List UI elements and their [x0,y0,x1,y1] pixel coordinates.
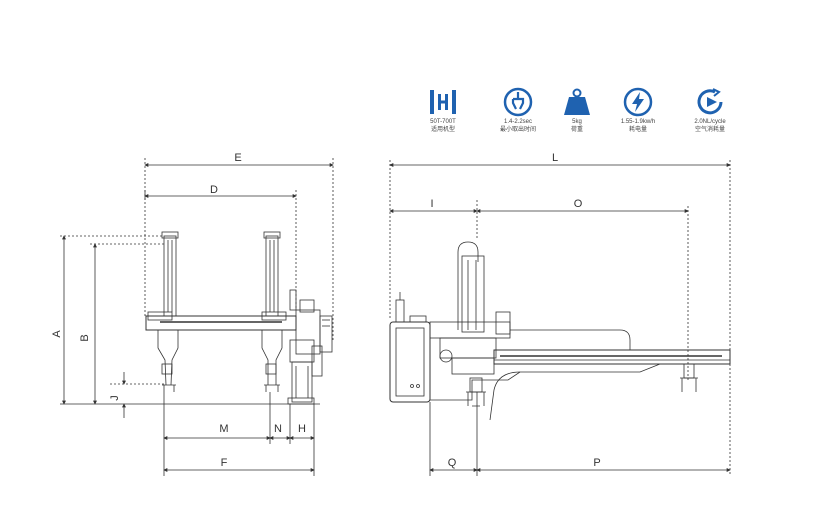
spec-value: 2.0NL/cycle [694,119,726,125]
dim-label-l: L [552,152,558,164]
dim-label-d: D [210,184,218,196]
spec-label: 空气消耗量 [694,127,725,133]
dim-label-j: J [109,395,121,401]
spec-value: 1.4-2.2sec [503,119,533,125]
dim-label-h: H [298,423,306,435]
spec-label: 最小取出时间 [499,127,536,133]
lightning-icon [623,87,653,117]
spec-label: 耗电量 [628,127,647,133]
dim-label-q: Q [448,457,457,469]
spec-cycle-time: 1.4-2.2sec 最小取出时间 [483,86,553,134]
spec-air: 2.0NL/cycle 空气消耗量 [675,86,745,134]
dim-label-f: F [221,457,228,469]
spec-label: 适用机型 [430,127,455,133]
spec-value: 50T-700T [430,119,456,125]
spec-label: 荷重 [570,127,583,133]
spec-mold-size: 50T-700T 适用机型 [408,86,478,134]
weight-icon [564,88,590,115]
dim-label-n: N [274,423,282,435]
dim-label-p: P [593,457,600,469]
dim-label-m: M [219,423,228,435]
dim-label-a: A [51,330,63,338]
spec-payload: 5kg 荷重 [542,86,612,134]
dimension-labels: E D A B J M N H F L I O Q P [51,152,601,469]
spec-value: 5kg [572,119,582,125]
dim-label-i: I [430,198,433,210]
dim-label-e: E [234,152,241,164]
spec-value: 1.55-1.9kw/h [620,119,656,125]
spec-power: 1.55-1.9kw/h 耗电量 [603,86,673,134]
gripper-hand-icon [503,87,533,117]
dim-label-b: B [79,334,91,341]
air-cycle-icon [697,88,723,115]
bracket-grid-icon [430,90,456,114]
front-view [60,158,334,476]
side-view [389,160,731,476]
dim-label-o: O [574,198,583,210]
